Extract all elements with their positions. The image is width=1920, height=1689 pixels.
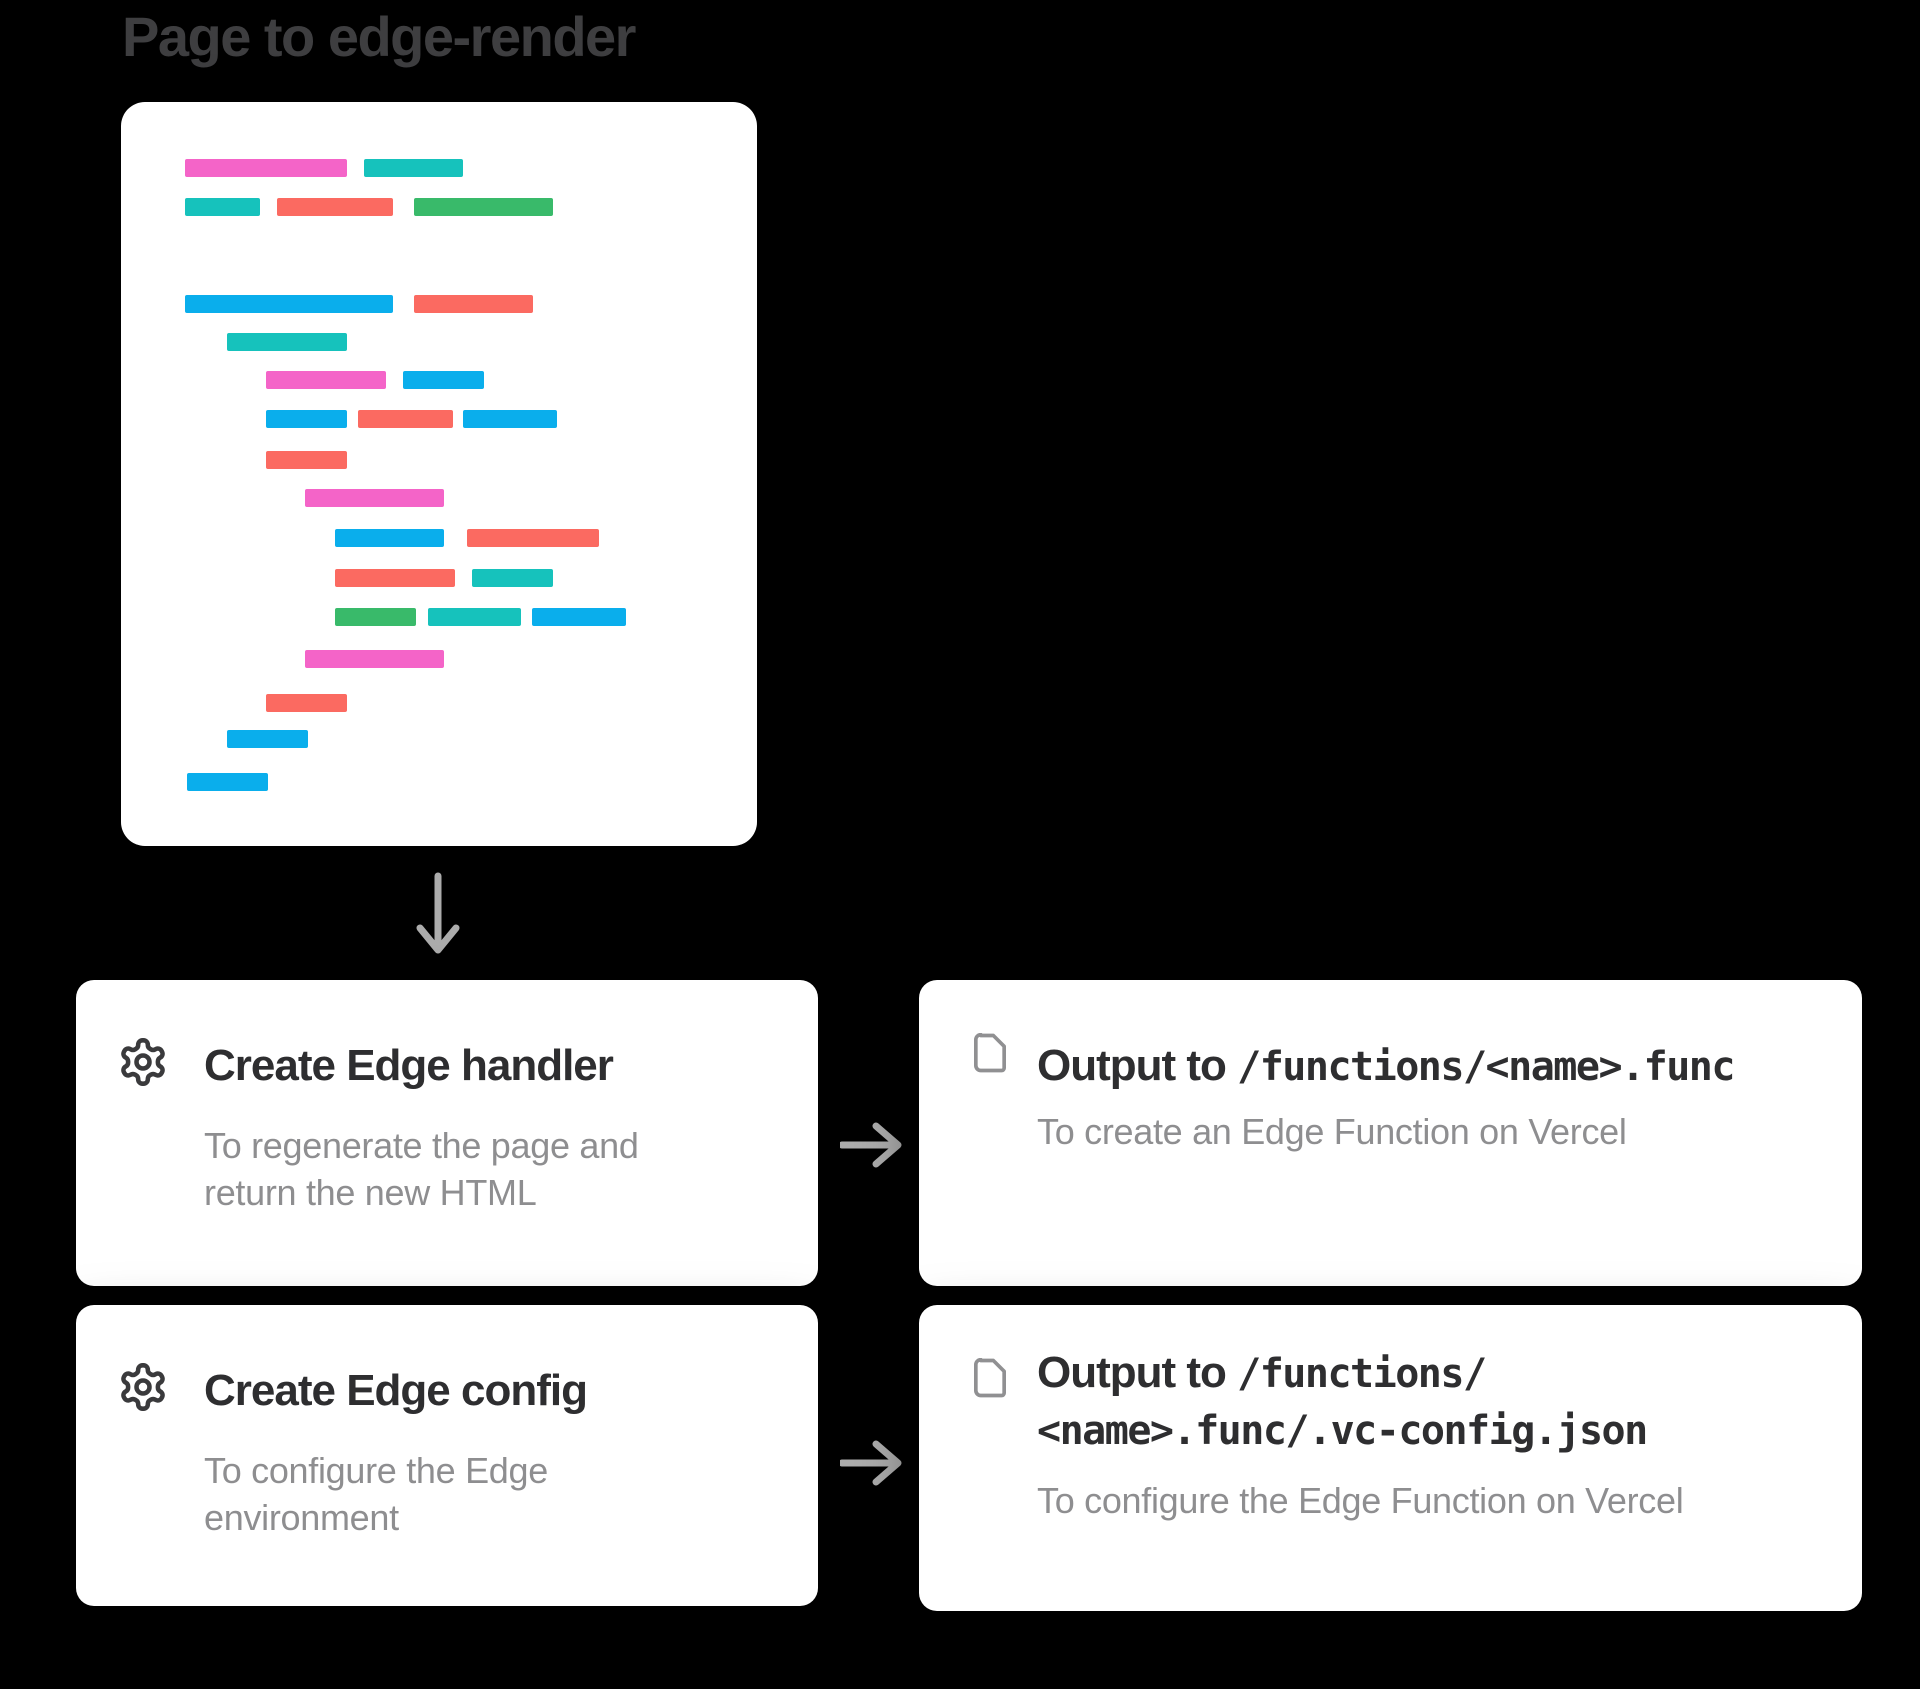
code-bar [266,694,347,712]
code-bar [335,569,455,587]
card-title: Output to /functions/<name>.func [1037,1041,1735,1090]
file-icon [974,1033,1006,1073]
code-bar [185,159,347,177]
code-bar [414,295,533,313]
code-bar [305,650,444,668]
arrow-right-icon [840,1440,902,1486]
card-description: To create an Edge Function on Vercel [1037,1111,1627,1152]
code-bar [227,730,308,748]
output-path: /functions/ [1237,1351,1487,1397]
code-bar [467,529,599,547]
card-title: Output to /functions/ <name>.func/.vc-co… [1037,1348,1648,1454]
code-bar [364,159,463,177]
code-bar [472,569,553,587]
code-bar [414,198,553,216]
arrow-down-icon [416,872,460,954]
page-title: Page to edge-render [122,5,636,68]
card-create-edge-config: Create Edge config To configure the Edge… [76,1305,818,1606]
gear-icon [121,1038,165,1086]
code-bar [358,410,453,428]
code-bar [532,608,626,626]
code-bar [185,295,393,313]
output-path: /functions/<name>.func [1237,1044,1735,1090]
card-title: Create Edge config [204,1366,588,1415]
code-bar [403,371,484,389]
page-preview-card [121,102,757,846]
card-title: Create Edge handler [204,1041,614,1090]
code-bar [266,410,347,428]
code-bar [335,529,444,547]
card-output-func: Output to /functions/<name>.func To crea… [919,980,1862,1286]
card-description: To configure the Edge Function on Vercel [1037,1480,1684,1521]
output-path: <name>.func/.vc-config.json [1037,1408,1648,1454]
code-bar [187,773,268,791]
code-bar [266,451,347,469]
file-icon [974,1358,1006,1398]
card-output-vc-config: Output to /functions/ <name>.func/.vc-co… [919,1305,1862,1611]
code-bar [266,371,386,389]
code-bar [185,198,260,216]
card-create-edge-handler: Create Edge handler To regenerate the pa… [76,980,818,1286]
card-description: To regenerate the page and return the ne… [204,1125,639,1213]
code-bar [277,198,393,216]
code-bar [305,489,444,507]
code-bar [428,608,521,626]
code-bar [227,333,347,351]
arrow-right-icon [840,1122,902,1168]
card-description: To configure the Edge environment [204,1450,548,1538]
code-bar [335,608,416,626]
gear-icon [121,1363,165,1411]
code-bar [463,410,557,428]
